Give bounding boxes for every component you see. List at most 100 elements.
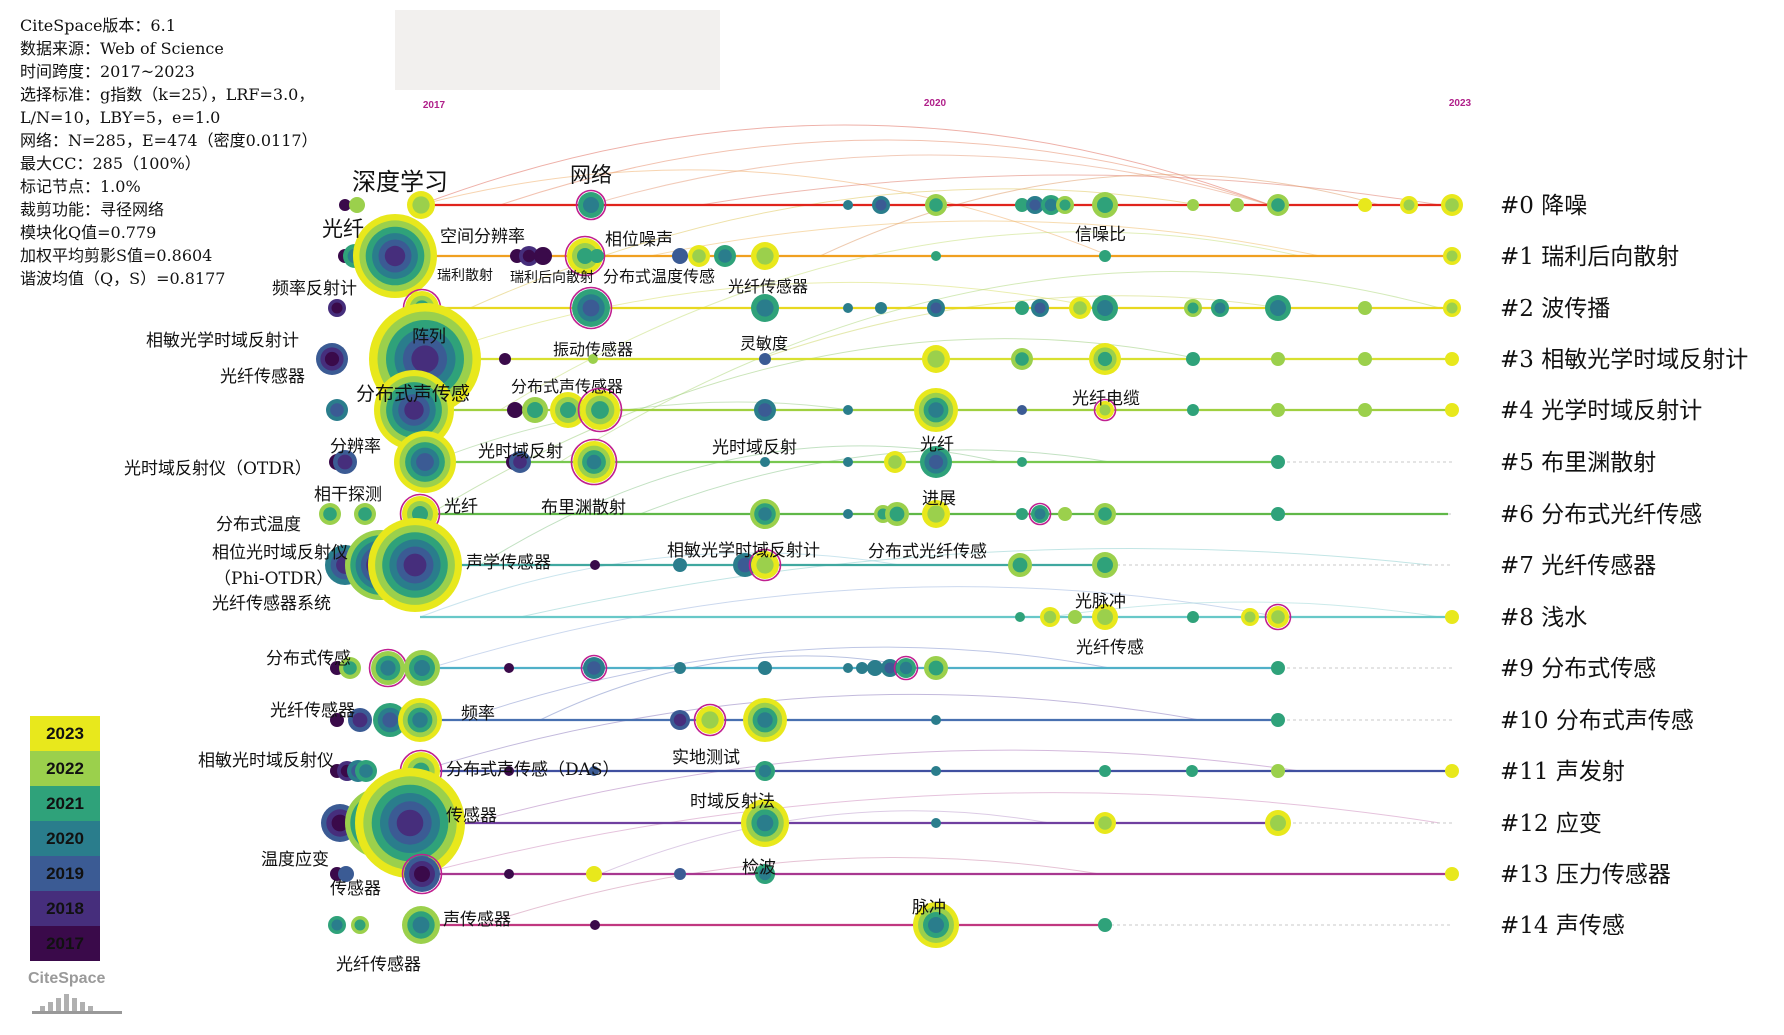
keyword-node: [519, 246, 539, 266]
keyword-node: [931, 715, 941, 725]
keyword-label: 深度学习: [352, 168, 448, 196]
info-line: L/N=10，LBY=5，e=1.0: [20, 108, 221, 127]
keyword-node: [355, 768, 465, 878]
keyword-label: 分布式光纤传感: [868, 542, 987, 562]
keyword-node: [1094, 812, 1116, 834]
citation-arc: [539, 655, 921, 721]
keyword-label: 频率反射计: [272, 279, 357, 299]
keyword-node: [1271, 507, 1285, 521]
keyword-node: [504, 663, 514, 673]
cluster-label: #10 分布式声传感: [1500, 708, 1694, 734]
keyword-node: [401, 853, 443, 895]
cluster-label: #5 布里渊散射: [1500, 450, 1656, 476]
keyword-node: [349, 197, 365, 213]
keyword-node: [875, 302, 887, 314]
keyword-node: [927, 299, 945, 317]
legend-cell-2023: 2023: [30, 716, 100, 751]
keyword-node: [588, 354, 598, 364]
keyword-node: [590, 560, 600, 570]
keyword-node: [589, 766, 599, 776]
keyword-node: [507, 402, 523, 418]
keyword-node: [931, 766, 941, 776]
keyword-node: [1187, 404, 1199, 416]
keyword-node: [1099, 250, 1111, 262]
keyword-labels: 深度学习网络光纤空间分辨率相位噪声信噪比瑞利散射瑞利后向散射分布式温度传感光纤传…: [124, 163, 1144, 975]
citation-arc: [419, 281, 1101, 360]
keyword-node: [1186, 352, 1200, 366]
keyword-label: 光纤传感器: [270, 701, 355, 721]
keyword-node: [1040, 607, 1060, 627]
keyword-node: [586, 866, 602, 882]
keyword-node: [1099, 765, 1111, 777]
keyword-node: [931, 818, 941, 828]
keyword-label: 光纤传感器: [336, 955, 421, 975]
citation-arc: [589, 154, 1271, 206]
keyword-node: [1271, 713, 1285, 727]
keyword-nodes: [316, 189, 1463, 948]
keyword-label: 频率: [461, 704, 495, 724]
cluster-label: #2 波传播: [1500, 296, 1610, 322]
citation-arc: [419, 552, 901, 618]
keyword-node: [368, 648, 408, 688]
citation-arc: [599, 810, 1051, 875]
keyword-node: [394, 431, 456, 493]
keyword-node: [913, 902, 959, 948]
keyword-node: [1041, 195, 1061, 215]
citation-arc: [429, 338, 1201, 515]
citation-arc: [419, 693, 1201, 772]
keyword-node: [884, 451, 906, 473]
cluster-label: #6 分布式光纤传感: [1500, 502, 1702, 528]
cluster-label: #11 声发射: [1500, 759, 1625, 785]
cluster-label: #4 光学时域反射计: [1500, 398, 1702, 424]
keyword-node: [688, 245, 710, 267]
keyword-node: [743, 698, 787, 742]
citation-arc: [479, 856, 1101, 926]
keyword-label: 分布式声传感器: [511, 377, 623, 396]
legend-cell-2022: 2022: [30, 751, 100, 786]
keyword-node: [1016, 508, 1028, 520]
keyword-node: [893, 655, 919, 681]
keyword-label: 声传感器: [443, 910, 511, 930]
citation-arc: [469, 749, 1301, 824]
citespace-logo: CiteSpace: [22, 970, 122, 1020]
keyword-label: 光纤: [322, 217, 364, 241]
citation-arc: [699, 174, 1441, 206]
network-info-panel: CiteSpace版本：6.1 数据来源：Web of Science 时间跨度…: [20, 14, 318, 290]
keyword-node: [577, 387, 623, 433]
info-line: 选择标准：g指数（k=25），LRF=3.0，: [20, 85, 315, 104]
keyword-node: [672, 248, 688, 264]
keyword-node: [758, 661, 772, 675]
keyword-node: [1092, 295, 1118, 321]
keyword-node: [328, 299, 346, 317]
keyword-node: [856, 662, 868, 674]
keyword-node: [1358, 301, 1372, 315]
info-line: CiteSpace版本：6.1: [20, 16, 176, 35]
keyword-label: 光时域反射: [478, 442, 563, 462]
keyword-node: [368, 518, 462, 612]
keyword-node: [843, 509, 853, 519]
cluster-label: #9 分布式传感: [1500, 656, 1656, 682]
keyword-node: [1015, 198, 1029, 212]
keyword-label: 相敏光时域反射仪: [198, 751, 334, 771]
keyword-node: [1068, 610, 1082, 624]
keyword-node: [1358, 352, 1372, 366]
keyword-label: 检波: [742, 858, 776, 878]
keyword-label: 瑞利后向散射: [510, 270, 594, 286]
keyword-node: [348, 708, 372, 732]
keyword-node: [326, 399, 348, 421]
keyword-node: [1265, 810, 1291, 836]
keyword-node: [1011, 348, 1033, 370]
citation-arc: [649, 220, 1321, 257]
keyword-node: [843, 303, 853, 313]
keyword-label: 分布式温度传感: [603, 267, 715, 286]
keyword-node: [1056, 196, 1074, 214]
keyword-label: 相敏光学时域反射计: [146, 331, 299, 351]
keyword-node: [1184, 299, 1202, 317]
keyword-node: [673, 558, 687, 572]
keyword-label: 光纤传感器系统: [212, 594, 331, 614]
year-axis: 2017 2020 2023: [423, 98, 1472, 111]
citation-arc: [419, 792, 1441, 875]
keyword-node: [1445, 764, 1459, 778]
keyword-label: （Phi-OTDR）: [214, 569, 333, 589]
